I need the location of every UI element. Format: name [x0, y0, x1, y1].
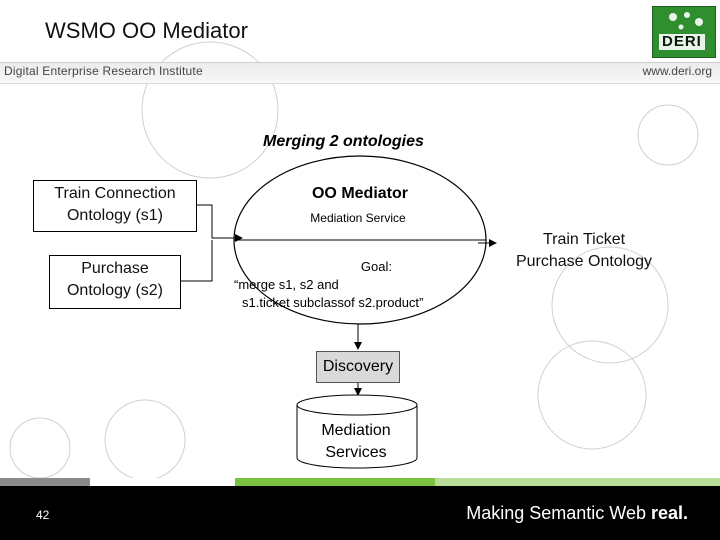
target-line1: Train Ticket — [542, 231, 626, 248]
institute-name: Digital Enterprise Research Institute — [4, 64, 203, 78]
source-ontology-s2: Purchase Ontology (s2) — [49, 255, 181, 309]
services-cylinder-body — [296, 405, 418, 469]
footer-tagline: Making Semantic Web real. — [466, 503, 688, 524]
source1-line1: Train Connection — [54, 185, 176, 202]
mediator-service-label: Mediation Service — [310, 211, 406, 225]
source-ontology-s1: Train Connection Ontology (s1) — [33, 180, 197, 232]
services-cylinder-top — [296, 394, 418, 416]
decor-circle-6 — [104, 399, 186, 481]
mediation-services-store: Mediation Services — [300, 420, 412, 464]
diagram-subtitle: Merging 2 ontologies — [263, 133, 424, 150]
source1-line2: Ontology (s1) — [66, 207, 164, 224]
tagline-bold: real. — [650, 503, 688, 523]
decor-circle-1 — [141, 41, 279, 179]
footer-bar — [0, 486, 720, 540]
logo-text: DERI — [659, 34, 705, 50]
header-band — [0, 62, 720, 84]
mediator-title: OO Mediator — [311, 185, 408, 202]
s1-connector — [196, 204, 243, 242]
services-line1: Mediation — [321, 422, 391, 439]
s2-connector — [180, 240, 213, 282]
page-number: 42 — [36, 508, 50, 522]
services-line2: Services — [325, 444, 387, 461]
deri-logo: DERI — [652, 6, 716, 58]
goal-line2: s1.ticket subclassof s2.product” — [242, 295, 424, 310]
discovery-box: Discovery — [316, 351, 400, 383]
decor-circle-5 — [9, 417, 71, 479]
goal-line1: “merge s1, s2 and — [234, 277, 339, 292]
goal-label: Goal: — [360, 259, 392, 274]
source2-line2: Ontology (s2) — [66, 282, 164, 299]
tagline-prefix: Making Semantic Web — [466, 503, 651, 523]
goal-text: Goal: “merge s1, s2 and s1.ticket subcla… — [234, 258, 474, 312]
footer-stripe — [0, 478, 720, 486]
decor-circle-4 — [537, 340, 647, 450]
decor-circle-3 — [637, 104, 699, 166]
logo-dots-icon — [669, 12, 703, 30]
source2-line1: Purchase — [81, 260, 149, 277]
institute-url: www.deri.org — [642, 64, 712, 78]
decor-circle-2 — [551, 246, 669, 364]
slide-title: WSMO OO Mediator — [45, 18, 248, 43]
target-line2: Purchase Ontology — [515, 253, 653, 270]
target-ontology: Train Ticket Purchase Ontology — [498, 229, 670, 273]
